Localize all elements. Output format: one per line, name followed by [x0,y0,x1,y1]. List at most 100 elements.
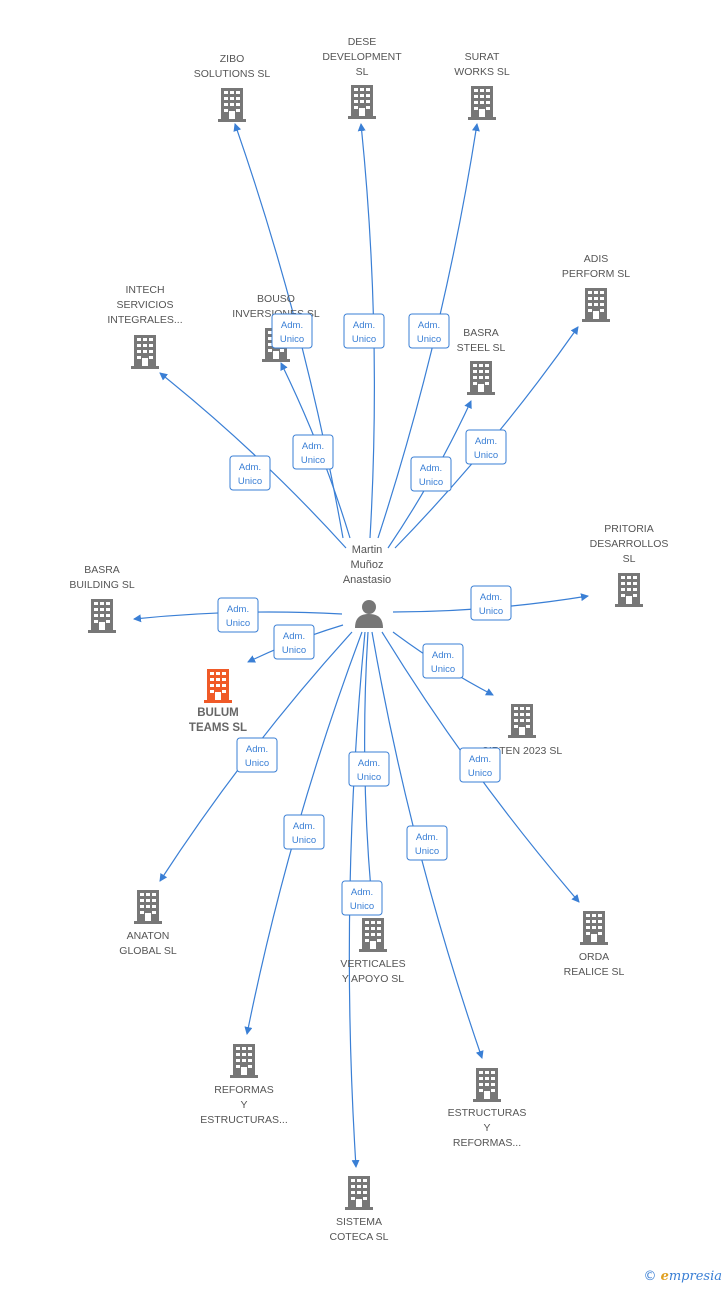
node-label: Y [240,1099,247,1111]
brand-logo: © empresia [643,1269,722,1284]
node-label: REFORMAS [214,1084,274,1096]
node-label: SERVICIOS [117,299,174,311]
node-label: BULUM [197,707,239,719]
node-label: ZIBO [220,53,245,65]
edge-label-text: Unico [245,758,269,769]
edge-label-anaton: Adm.Unico [236,737,278,773]
person-icon [355,600,383,628]
edge-label-surat: Adm. Unico [408,313,450,349]
edge-label-zibo: Adm. Unico [271,313,313,349]
edge-label-basra-building: Adm.Unico [217,597,259,633]
edge-label-text: Adm. [293,821,315,832]
building-icon [131,335,159,369]
edge-label-reformas: Adm. Unico [283,814,325,850]
node-label: SISTEMA [336,1216,382,1228]
edge-label-text: Adm. [353,320,375,331]
building-icon [345,1176,373,1210]
edge-label-verticales: Adm. Unico [348,751,390,787]
node-label: ESTRUCTURAS... [200,1114,288,1126]
node-dese[interactable]: DESE DEVELOPMENT SL [322,36,402,119]
edge-label-orda: Adm. Unico [459,747,501,783]
node-label: WORKS SL [454,66,510,78]
edge-label-intech: Adm. Unico [229,455,271,491]
node-label: GLOBAL SL [119,945,177,957]
node-label: SURAT [465,51,500,63]
edge-label-text: Unico [419,477,443,488]
edge-label-text: Unico [238,476,262,487]
building-icon [218,88,246,122]
node-label: DESARROLLOS [590,538,669,550]
edge-label-text: Unico [468,768,492,779]
edge-label-text: Adm. [480,592,502,603]
edge-label-bouso: Adm. Unico [292,434,334,470]
node-label: PERFORM SL [562,268,630,280]
edge-label-adis: Adm. Unico [465,429,507,465]
node-label: SL [623,553,636,565]
edge-label-text: Adm. [358,758,380,769]
edge-label-sirten: Adm.Unico [422,643,464,679]
edge-label-basra-steel: Adm.Unico [410,456,452,492]
node-reformas[interactable]: REFORMAS Y ESTRUCTURAS... [200,1044,288,1126]
building-icon [348,85,376,119]
node-label: STEEL SL [457,342,506,354]
edge-label-text: Adm. [416,832,438,843]
node-label: Y [483,1122,490,1134]
node-surat[interactable]: SURAT WORKS SL [454,51,510,120]
node-label: ORDA [579,951,609,963]
node-sistema[interactable]: SISTEMA COTECA SL [330,1176,389,1243]
node-label: COTECA SL [330,1231,389,1243]
building-icon [582,288,610,322]
node-sirten[interactable]: SIRTEN 2023 SL [482,704,563,757]
building-icon [134,890,162,924]
building-icon [359,918,387,952]
edge-label-text: Unico [292,835,316,846]
edge-label-text: Unico [431,664,455,675]
edge-label-bulum: Adm.Unico [273,624,315,660]
node-intech[interactable]: INTECHSERVICIOSINTEGRALES... [107,284,183,369]
edge-label-text: Adm. [239,462,261,473]
node-label: DESE [348,36,377,48]
node-basra-steel[interactable]: BASRA STEEL SL [457,327,506,395]
person-label: Martin [352,544,383,556]
edge-label-text: Unico [226,618,250,629]
edge-label-text: Adm. [418,320,440,331]
edge-label-sistema: Adm.Unico [341,880,383,916]
edge-label-text: Unico [357,772,381,783]
node-label: REFORMAS... [453,1137,521,1149]
node-label: BASRA [84,564,120,576]
edge-label-text: Adm. [281,320,303,331]
node-label: DEVELOPMENT [322,51,402,63]
copyright-icon: © [643,1269,657,1284]
edge-label-text: Unico [415,846,439,857]
node-label: BASRA [463,327,499,339]
node-estructuras[interactable]: ESTRUCTURASYREFORMAS... [448,1068,527,1149]
edge-label-text: Unico [474,450,498,461]
node-label: BUILDING SL [69,579,135,591]
edge-label-text: Unico [301,455,325,466]
edge-label-text: Adm. [351,887,373,898]
node-label: SIRTEN 2023 SL [482,745,563,757]
building-icon [468,86,496,120]
node-label: VERTICALES [340,958,405,970]
person-label: Anastasio [343,574,391,586]
node-label: SL [356,66,369,78]
building-icon [230,1044,258,1078]
edge-label-text: Adm. [475,436,497,447]
node-label: INTEGRALES... [107,314,182,326]
edge-label-text: Adm. [302,441,324,452]
person-label: Muñoz [350,559,383,571]
edge-label-text: Unico [417,334,441,345]
edge-label-text: Unico [280,334,304,345]
edge-label-dese: Adm.Unico [343,313,385,349]
node-basra-building[interactable]: BASRA BUILDING SL [69,564,135,633]
building-icon [467,361,495,395]
edge-label-text: Adm. [469,754,491,765]
